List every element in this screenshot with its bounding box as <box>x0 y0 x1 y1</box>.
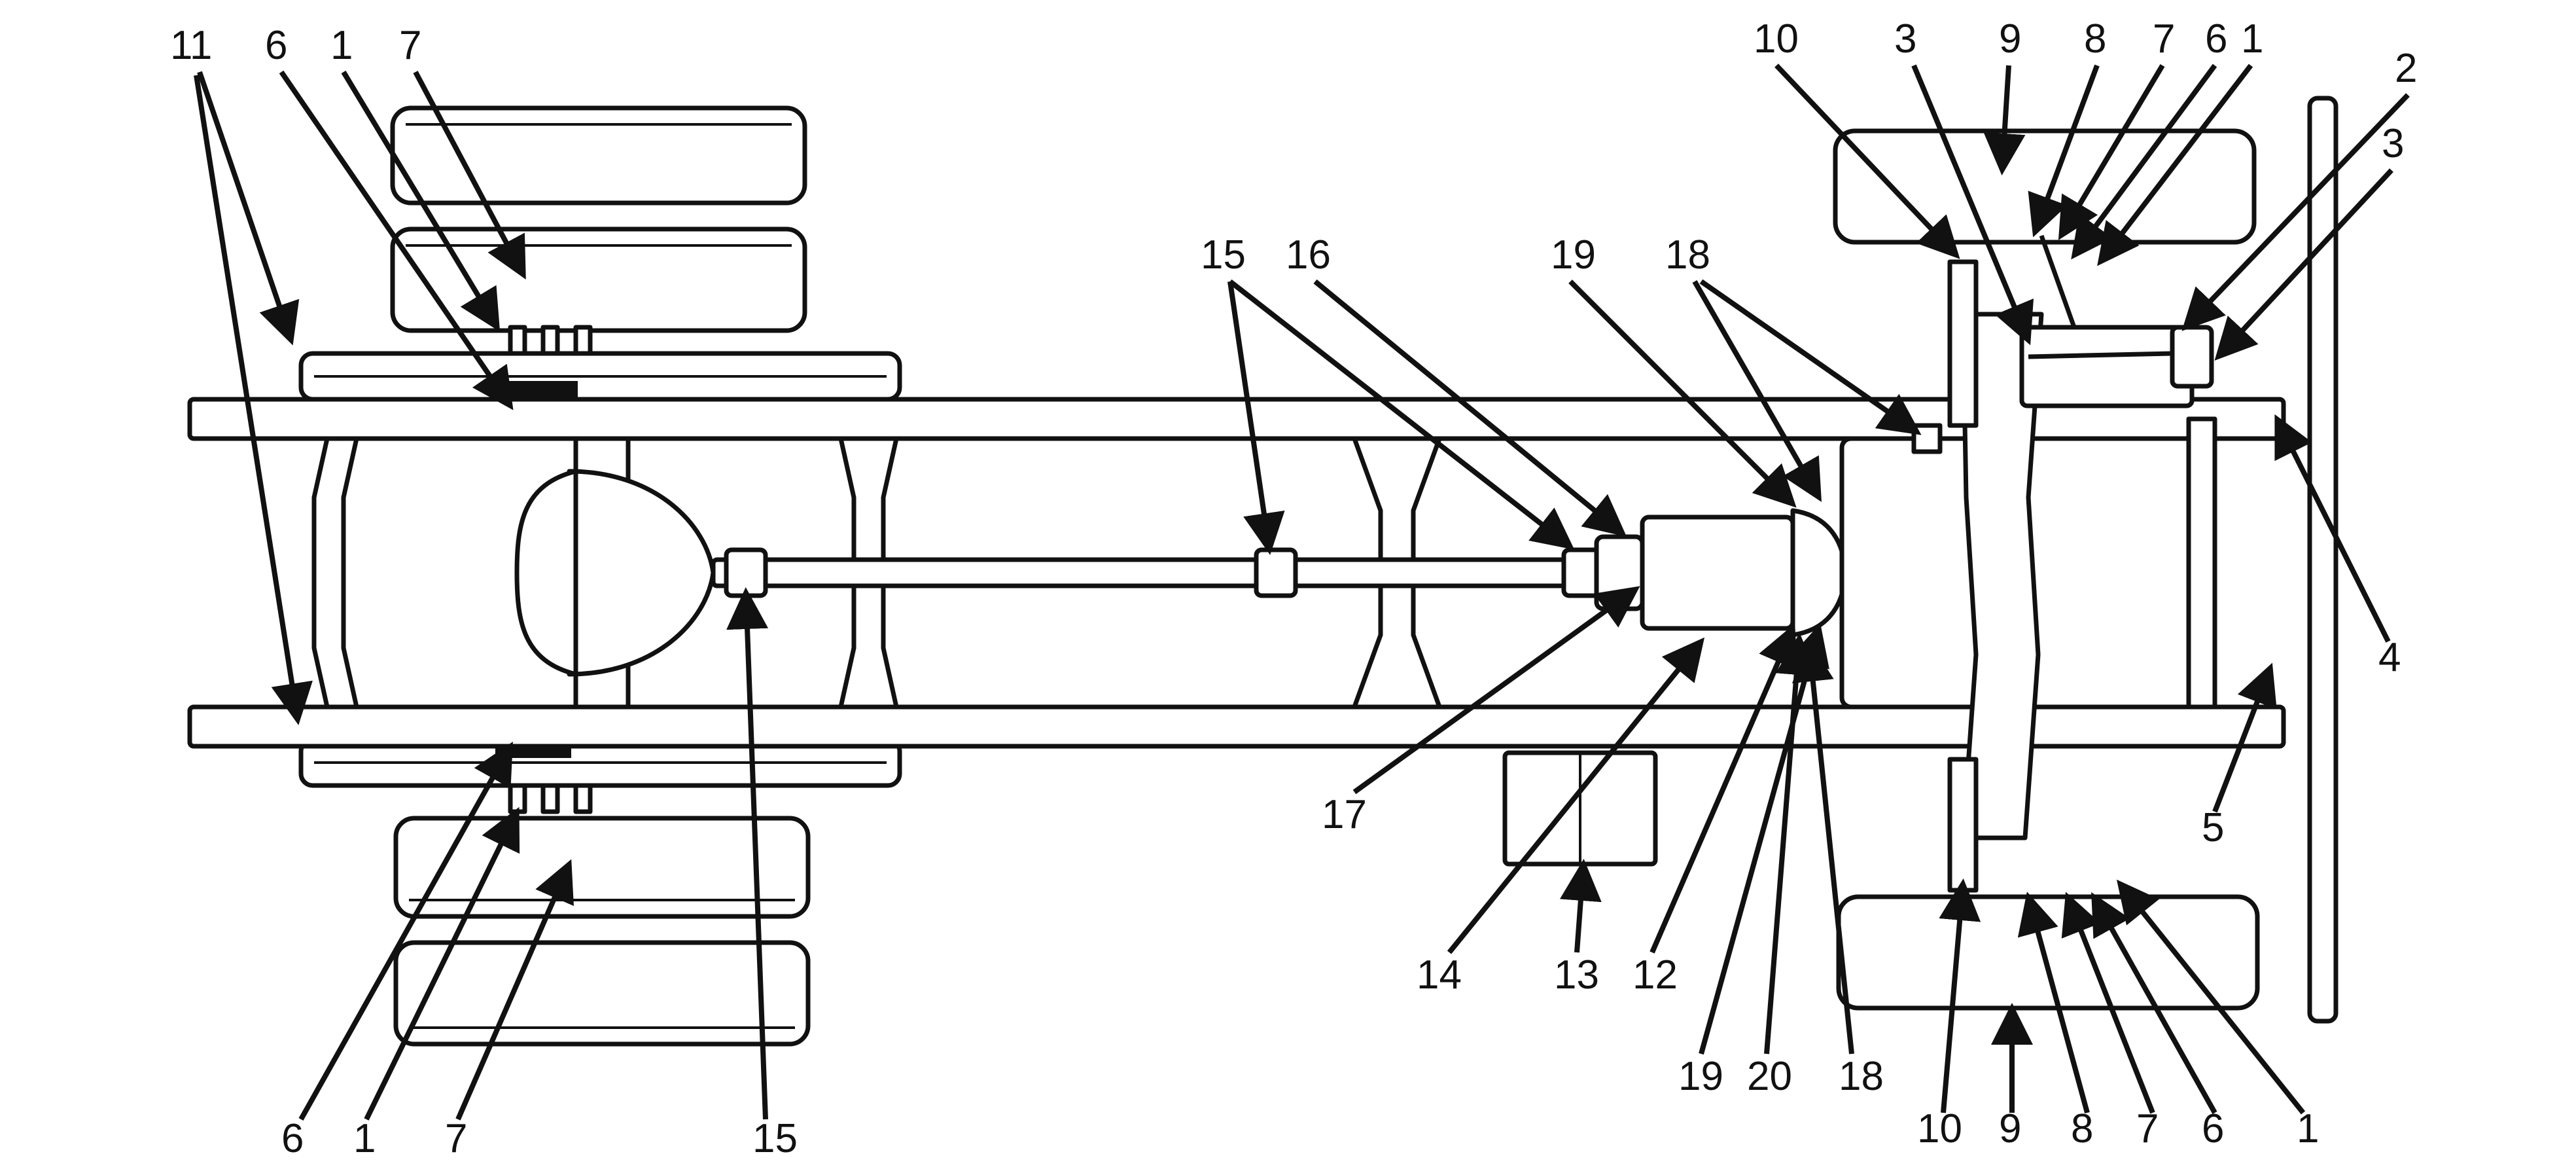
callout-17: 17 <box>1322 792 1367 837</box>
callout-15-bottom: 15 <box>752 1116 798 1161</box>
callout-4: 4 <box>2378 635 2401 680</box>
u-joint-center <box>1254 547 1298 598</box>
callout-14: 14 <box>1417 952 1462 998</box>
steering-box <box>2170 325 2214 389</box>
callout-2: 2 <box>2395 46 2417 91</box>
callout-8-top-right: 8 <box>2084 16 2106 62</box>
callout-20: 20 <box>1747 1054 1792 1099</box>
bell-housing <box>1790 508 1848 638</box>
callout-8-bottom-right: 8 <box>2071 1106 2093 1151</box>
callout-18-top: 18 <box>1665 232 1710 278</box>
callout-12: 12 <box>1632 952 1678 998</box>
rear-right-inner-tire <box>393 816 811 919</box>
callout-15-top: 15 <box>1201 232 1246 278</box>
callout-1-top-right: 1 <box>2241 16 2263 62</box>
callout-6-bottom-left: 6 <box>281 1116 304 1161</box>
front-left-tire <box>1833 128 2257 245</box>
callout-3-top-right: 3 <box>1894 16 1916 62</box>
callout-7-top-right: 7 <box>2153 16 2175 62</box>
callout-3-right: 3 <box>2382 121 2404 166</box>
front-right-tire <box>1836 894 2260 1011</box>
callout-9-top-right: 9 <box>1999 16 2021 62</box>
callout-19-top: 19 <box>1551 232 1596 278</box>
frame-right-rail <box>187 704 2286 749</box>
callout-1-top-left: 1 <box>330 23 353 68</box>
callout-16-top: 16 <box>1286 232 1331 278</box>
callout-11-top: 11 <box>170 23 212 68</box>
u-joint-rear <box>724 547 768 598</box>
callout-10-bottom-right: 10 <box>1917 1106 1962 1151</box>
leader-lines <box>194 63 2410 1121</box>
callout-6-top-right: 6 <box>2205 16 2227 62</box>
callout-1-bottom-right: 1 <box>2297 1106 2319 1151</box>
rear-differential <box>514 469 716 677</box>
callout-19-bottom: 19 <box>1678 1054 1723 1099</box>
rear-left-outer-tire <box>390 105 807 206</box>
callout-13: 13 <box>1554 952 1599 998</box>
transmission <box>1640 514 1795 631</box>
callout-7-top-left: 7 <box>399 23 421 68</box>
callout-10-top-right: 10 <box>1754 16 1799 62</box>
front-spring-left <box>1947 259 1979 428</box>
front-bumper <box>2307 96 2338 1024</box>
fuel-tank <box>1502 750 1658 867</box>
callout-1-bottom-left: 1 <box>353 1116 376 1161</box>
callout-18-bottom: 18 <box>1839 1054 1884 1099</box>
callout-6-top-left: 6 <box>265 23 287 68</box>
rear-u-bolts <box>508 325 593 814</box>
driveshaft <box>711 557 1658 588</box>
rear-left-inner-tire <box>390 226 807 333</box>
callout-5: 5 <box>2202 805 2224 850</box>
rear-crossmember <box>311 436 359 710</box>
callout-7-bottom-left: 7 <box>445 1116 467 1161</box>
callout-7-bottom-right: 7 <box>2136 1106 2159 1151</box>
callout-9-bottom-right: 9 <box>1999 1106 2021 1151</box>
rear-right-outer-tire <box>393 940 811 1047</box>
steering-linkage <box>2019 234 2195 408</box>
front-spring-right <box>1947 757 1979 893</box>
front-crossmember <box>2186 416 2217 710</box>
rear-left-leaf-spring <box>298 351 902 405</box>
